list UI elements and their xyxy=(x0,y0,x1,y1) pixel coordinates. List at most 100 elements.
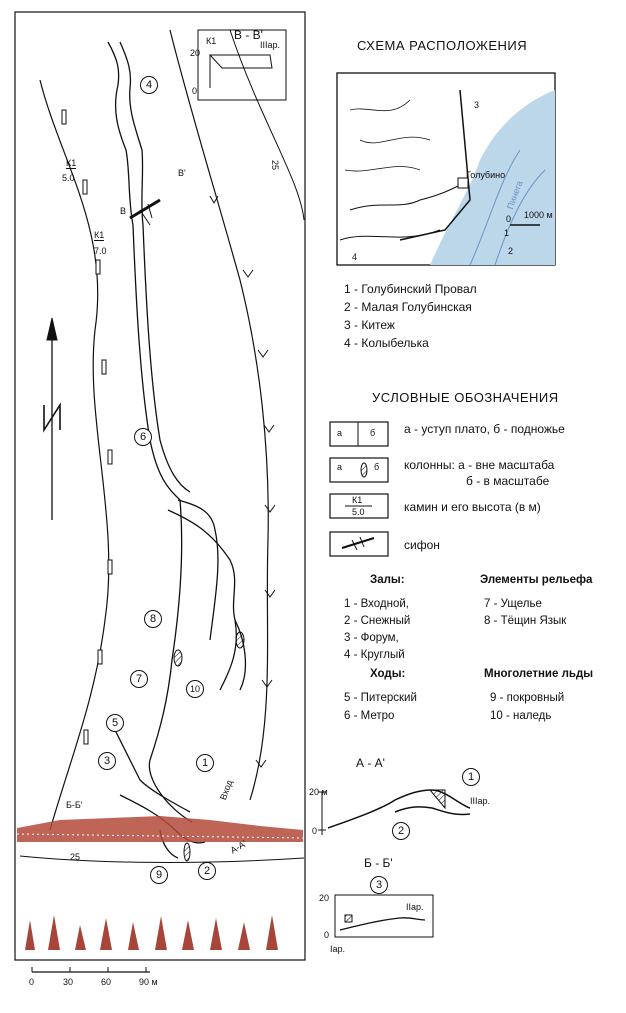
v-prime-label: В' xyxy=(178,168,186,178)
siphon-ticks xyxy=(139,203,153,226)
bb-point-3: 3 xyxy=(370,876,388,894)
relief-7: 7 - Ущелье xyxy=(484,598,542,610)
legend-siphon: сифон xyxy=(404,538,440,552)
scale-1000: 1000 м xyxy=(524,210,553,220)
marker-1: 1 xyxy=(196,754,214,772)
vv-title: В - В' xyxy=(234,28,263,42)
relief-8: 8 - Тёщин Язык xyxy=(484,615,567,627)
cave-3: 3 - Китеж xyxy=(344,318,395,332)
relief-title: Элементы рельефа xyxy=(480,574,593,586)
marker-9: 9 xyxy=(150,866,168,884)
point-4: 4 xyxy=(352,252,358,262)
ice-patch xyxy=(173,649,183,667)
section-bb xyxy=(334,894,434,938)
cave-2: 2 - Малая Голубинская xyxy=(344,300,472,314)
scale-bar xyxy=(31,967,150,973)
bb-label: Б-Б' xyxy=(66,800,83,810)
ice-10: 10 - наледь xyxy=(490,710,552,722)
aa-y-zero: 0 xyxy=(312,826,318,836)
marker-4: 4 xyxy=(140,76,158,94)
scale-zero: 0 xyxy=(506,214,512,224)
cliff-band-bottom xyxy=(25,915,278,950)
aa-point-2: 2 xyxy=(392,822,410,840)
passage-6: 6 - Метро xyxy=(344,710,395,722)
vv-y-zero: 0 xyxy=(192,86,198,96)
k1-a-top: К1 xyxy=(66,158,77,169)
legend-title: УСЛОВНЫЕ ОБОЗНАЧЕНИЯ xyxy=(372,390,559,405)
legend-sym-a: а xyxy=(337,428,343,438)
ice-9: 9 - покровный xyxy=(490,692,565,704)
legend-chimney: камин и его высота (в м) xyxy=(404,500,541,514)
marker-6: 6 xyxy=(134,428,152,446)
scale-tick-90: 90 м xyxy=(139,977,158,987)
point-1: 1 xyxy=(504,228,510,238)
cave-plan xyxy=(107,41,247,859)
contour-label: 25 xyxy=(70,852,81,862)
cliff-band xyxy=(16,816,304,842)
hall-1: 1 - Входной, xyxy=(344,598,409,610)
aa-y-top: 20 м xyxy=(309,787,328,797)
bb-right: IIар. xyxy=(406,902,424,912)
legend-columns-2: б - в масштабе xyxy=(466,474,550,488)
cave-4: 4 - Колыбелька xyxy=(344,336,429,350)
plateau-foot-line xyxy=(169,29,269,801)
vv-k1: К1 xyxy=(206,36,217,46)
legend-boxes xyxy=(329,421,389,557)
bb-y-top: 20 xyxy=(319,893,330,903)
bb-left: Iар. xyxy=(330,944,346,954)
aa-point-1: 1 xyxy=(462,768,480,786)
aa-right: IIIар. xyxy=(470,796,491,806)
legend-k1-top: К1 xyxy=(352,495,363,505)
marker-8: 8 xyxy=(144,610,162,628)
location-scheme-frame xyxy=(336,72,556,266)
legend-k1-bottom: 5.0 xyxy=(352,507,365,517)
hall-2: 2 - Снежный xyxy=(344,615,411,627)
marker-2: 2 xyxy=(198,862,216,880)
siphon-mark xyxy=(129,198,161,220)
marker-5: 5 xyxy=(106,714,124,732)
legend-ledge: а - уступ плато, б - подножье xyxy=(404,422,565,436)
passages-title: Ходы: xyxy=(370,668,406,680)
vv-right: IIIар. xyxy=(260,40,281,50)
north-arrow-icon xyxy=(43,317,61,520)
ledge-marks xyxy=(61,109,113,745)
legend-col-a: а xyxy=(337,462,343,472)
plateau-ledge-line xyxy=(39,79,110,831)
legend-col-b: б xyxy=(374,462,380,472)
foot-marks xyxy=(209,195,276,768)
bb-title: Б - Б' xyxy=(364,856,393,870)
location-scheme-title: СХЕМА РАСПОЛОЖЕНИЯ xyxy=(357,38,528,53)
contour-line-top xyxy=(229,29,305,221)
halls-title: Залы: xyxy=(370,574,405,586)
scale-tick-0: 0 xyxy=(29,977,35,987)
k1-b-top: К1 xyxy=(94,230,105,241)
marker-7: 7 xyxy=(130,670,148,688)
hall-3: 3 - Форум, xyxy=(344,632,399,644)
section-vv-frame xyxy=(197,29,287,101)
point-3: 3 xyxy=(474,100,480,110)
ice-patch xyxy=(183,842,191,862)
legend-sym-b: б xyxy=(370,428,376,438)
ice-title: Многолетние льды xyxy=(484,668,594,680)
contour-line-bottom xyxy=(19,855,305,863)
point-2: 2 xyxy=(508,246,514,256)
cave-1: 1 - Голубинский Провал xyxy=(344,282,477,296)
bb-y-zero: 0 xyxy=(324,930,330,940)
scale-tick-60: 60 xyxy=(101,977,112,987)
section-aa xyxy=(318,789,471,835)
map-frame xyxy=(14,11,306,961)
marker-10: 10 xyxy=(186,680,204,698)
aa-title: А - А' xyxy=(356,756,385,770)
legend-columns-1: колонны: а - вне масштаба xyxy=(404,458,555,472)
k1-a-bottom: 5.0 xyxy=(62,173,75,183)
contour-label-top: 25 xyxy=(270,159,281,171)
village-label: Голубино xyxy=(466,170,506,180)
k1-b-bottom: 7.0 xyxy=(94,246,107,256)
ice-patch xyxy=(235,631,245,649)
v-label: В xyxy=(120,206,127,216)
vv-y-top: 20 xyxy=(190,48,201,58)
passage-5: 5 - Питерский xyxy=(344,692,417,704)
scale-tick-30: 30 xyxy=(63,977,74,987)
hall-4: 4 - Круглый xyxy=(344,649,405,661)
